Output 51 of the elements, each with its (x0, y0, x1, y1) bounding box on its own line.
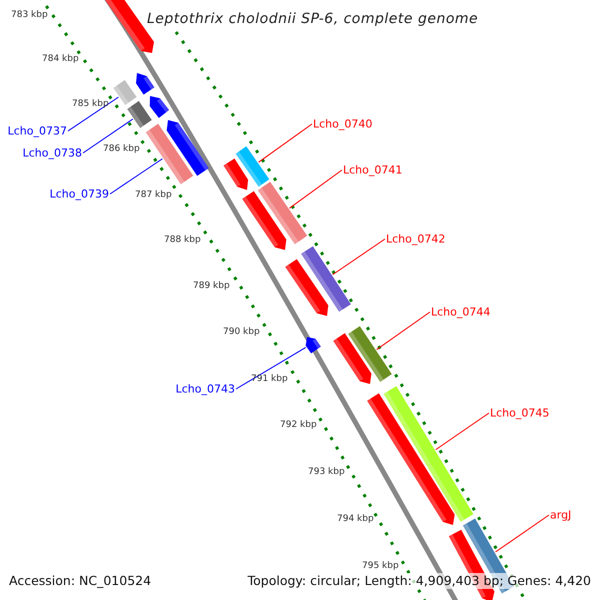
leader-line (110, 158, 163, 194)
leader-line (289, 170, 342, 209)
map-title: Leptothrix cholodnii SP-6, complete genome (147, 10, 478, 29)
gene-feature (348, 326, 392, 382)
gene-feature (384, 386, 474, 522)
gene-label: Lcho_0745 (490, 406, 550, 420)
position-label: 786 kbp (103, 144, 140, 155)
gene-feature-pointed (150, 96, 170, 118)
gene-feature-pointed (166, 120, 209, 176)
position-label: 785 kbp (72, 99, 109, 110)
position-label: 787 kbp (135, 190, 172, 201)
leader-line (376, 312, 430, 350)
position-label: 789 kbp (193, 281, 230, 292)
leader-line (494, 514, 550, 553)
gene-label: Lcho_0744 (431, 306, 490, 318)
gene-feature (113, 80, 137, 105)
gene-label: Lcho_0738 (22, 146, 82, 160)
gene-feature-pointed (333, 333, 372, 384)
gene-label: Lcho_0740 (313, 118, 372, 130)
gene-label: Lcho_0741 (343, 164, 402, 176)
position-label: 794 kbp (337, 514, 374, 525)
position-label: 788 kbp (164, 235, 201, 246)
gene-feature (146, 124, 194, 184)
position-label: 792 kbp (280, 420, 317, 431)
gene-label: Lcho_0742 (386, 232, 446, 246)
leader-line (236, 346, 306, 390)
position-label: 790 kbp (223, 327, 260, 338)
gene-label: Lcho_0737 (8, 124, 67, 138)
gene-feature-pointed (136, 73, 154, 95)
gene-label: Lcho_0743 (176, 382, 235, 396)
position-label: 783 kbp (11, 10, 48, 21)
gene-feature (127, 101, 152, 128)
leader-line (68, 96, 119, 132)
gene-feature (301, 246, 351, 312)
accession-text: Accession: NC_010524 (8, 573, 152, 589)
leader-line (435, 412, 490, 450)
leader-line (258, 124, 312, 163)
gene-feature (258, 182, 308, 244)
gene-label: argJ (550, 508, 572, 522)
gene-feature-pointed (285, 259, 328, 316)
gene-feature-pointed (224, 158, 248, 190)
position-label: 793 kbp (308, 467, 345, 478)
position-label: 791 kbp (251, 374, 288, 385)
gene-label: Lcho_0739 (50, 188, 109, 200)
leader-line (82, 118, 134, 154)
position-label: 784 kbp (42, 54, 79, 65)
leader-line (332, 238, 386, 276)
gene-feature-pointed (306, 337, 321, 354)
gene-feature (236, 146, 270, 187)
gene-feature-pointed (242, 191, 286, 250)
position-label: 795 kbp (362, 561, 399, 572)
